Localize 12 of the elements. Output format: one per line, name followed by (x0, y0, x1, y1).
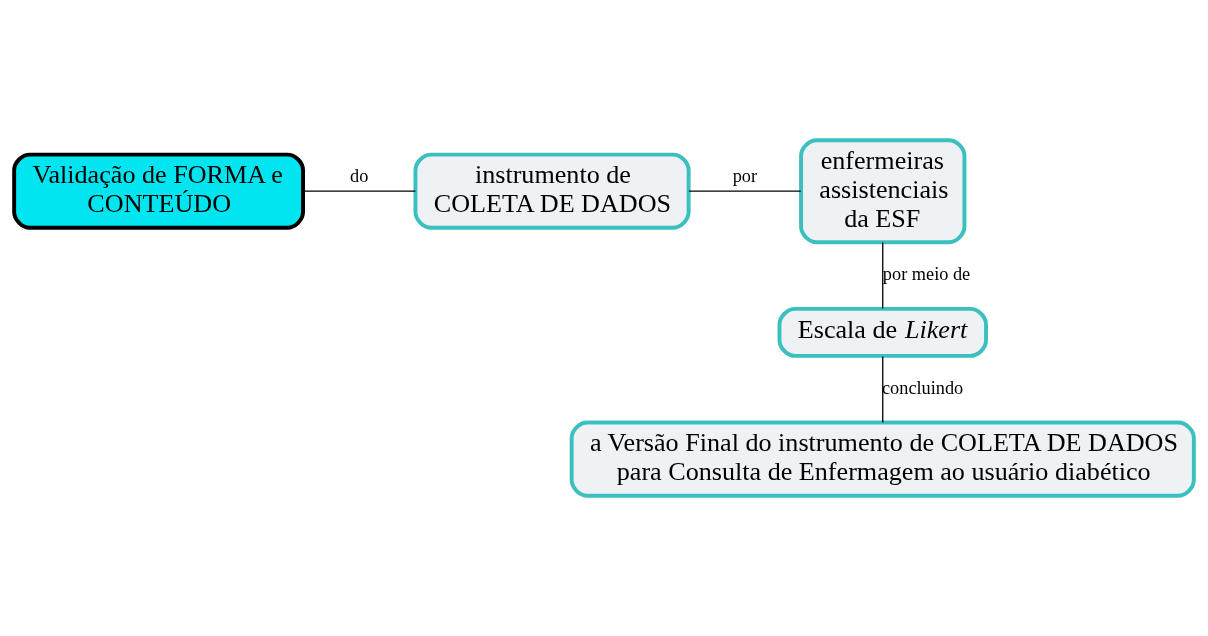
node-box: enfermeiras assistenciais da ESF (799, 138, 967, 245)
connector (688, 190, 802, 192)
edge-label: do (350, 166, 369, 187)
node-box: Validação de FORMA e CONTEÚDO (12, 152, 305, 230)
edge-label: por meio de (882, 264, 971, 285)
connector (882, 241, 884, 310)
edge-label: por (732, 166, 758, 187)
connector (302, 190, 417, 192)
node-box: a Versão Final do instrumento de COLETA DE DADOS para Consulta de Enfermagem ao usuário diabético (569, 420, 1196, 498)
connector (882, 355, 884, 424)
node-box: instrumento de COLETA DE DADOS (413, 152, 691, 230)
node-box: Escala de Likert (777, 306, 988, 358)
